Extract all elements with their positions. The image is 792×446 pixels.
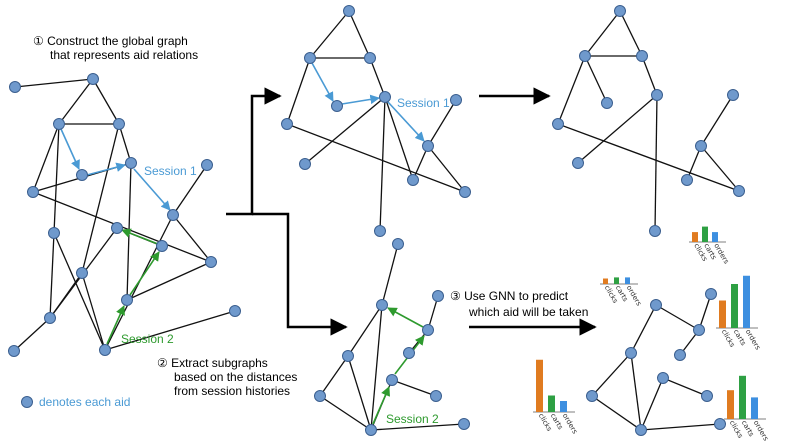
step-3-subtitle: which aid will be taken bbox=[468, 305, 588, 319]
gnn-graph-2-nodes bbox=[586, 288, 726, 436]
bar-chart-1-bar-clicks bbox=[692, 232, 698, 242]
subgraph-2-nodes bbox=[314, 238, 470, 436]
subgraph-2-edges bbox=[319, 243, 465, 431]
step-1-subtitle: that represents aid relations bbox=[50, 48, 198, 62]
session-2-path bbox=[106, 228, 160, 345]
subgraph-1-session-label: Session 1 bbox=[397, 96, 450, 110]
bar-chart-2-bar-carts bbox=[614, 277, 619, 284]
gnn-graph-2-edges bbox=[591, 293, 721, 431]
subgraph-2: Session 2 bbox=[314, 238, 470, 436]
subgraph-1: Session 1 bbox=[281, 5, 471, 237]
subgraph-1-edges bbox=[286, 10, 466, 232]
bar-chart-4-bar-clicks bbox=[536, 359, 543, 412]
gnn-graph-1-edges bbox=[557, 10, 740, 232]
step-3-title: ③ Use GNN to predict bbox=[450, 289, 569, 303]
subgraph-1-nodes bbox=[281, 5, 471, 237]
legend-label: denotes each aid bbox=[39, 395, 130, 409]
global-graph: Session 1 Session 2 bbox=[8, 73, 241, 357]
bar-chart-3-bar-orders bbox=[743, 275, 750, 328]
step-1-title: ① Construct the global graph bbox=[33, 34, 188, 48]
arrow-to-subgraph-2 bbox=[252, 212, 348, 336]
step-2-title: ② Extract subgraphs bbox=[157, 356, 268, 370]
bar-chart-5-bar-carts bbox=[739, 375, 746, 419]
bar-chart-2-bar-orders bbox=[625, 277, 630, 284]
bar-chart-3-bar-carts bbox=[731, 284, 738, 328]
bar-chart-1-bar-orders bbox=[712, 232, 718, 242]
subgraph-2-session-label: Session 2 bbox=[386, 412, 439, 426]
gnn-graph-1 bbox=[552, 5, 745, 237]
session-1-label: Session 1 bbox=[144, 164, 197, 178]
gnn-graph-1-nodes bbox=[552, 5, 745, 237]
bar-chart-4-bar-orders bbox=[560, 401, 567, 412]
global-graph-nodes bbox=[8, 73, 241, 357]
arrow-to-subgraph-1 bbox=[226, 87, 282, 216]
bar-chart-4-bar-carts bbox=[548, 395, 555, 412]
flow-arrows bbox=[226, 87, 597, 336]
session-1-path bbox=[60, 128, 171, 211]
bar-chart-5-bar-clicks bbox=[727, 390, 734, 419]
subgraph-1-session-1-path bbox=[311, 62, 425, 142]
bar-chart-1-bar-carts bbox=[702, 226, 708, 242]
bar-chart-5-bar-orders bbox=[751, 397, 758, 419]
bar-chart-3-bar-clicks bbox=[719, 300, 726, 328]
session-2-label: Session 2 bbox=[121, 332, 174, 346]
legend: denotes each aid bbox=[21, 395, 130, 409]
step-2-line-2: based on the distances bbox=[174, 370, 297, 384]
global-graph-edges bbox=[13, 78, 236, 352]
gnn-graph-2 bbox=[586, 288, 726, 436]
bar-chart-2-bar-clicks bbox=[603, 278, 608, 284]
legend-node-icon bbox=[21, 396, 33, 408]
step-2-line-3: from session histories bbox=[174, 384, 290, 398]
